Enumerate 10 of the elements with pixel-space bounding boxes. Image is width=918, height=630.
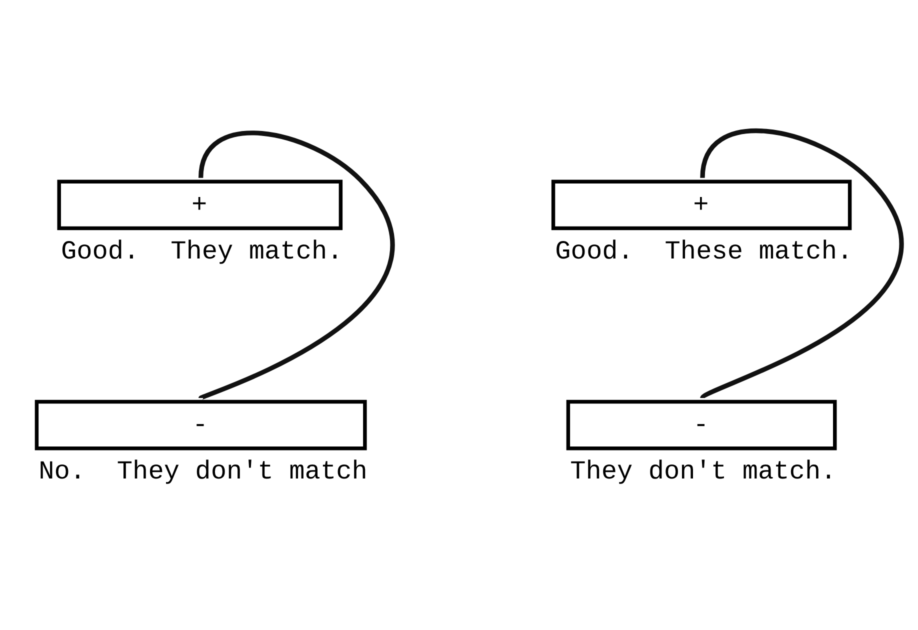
node-box: + (57, 179, 343, 230)
node-box: - (566, 399, 837, 450)
node-label: No. They don't match (38, 456, 368, 486)
node-label: Good. They match. (60, 236, 343, 266)
node-box: - (34, 399, 367, 450)
connector (700, 128, 904, 400)
node-box: + (551, 179, 852, 230)
connector (198, 130, 395, 400)
node-label: Good. These match. (555, 236, 853, 266)
node-label: They don't match. (570, 456, 836, 486)
